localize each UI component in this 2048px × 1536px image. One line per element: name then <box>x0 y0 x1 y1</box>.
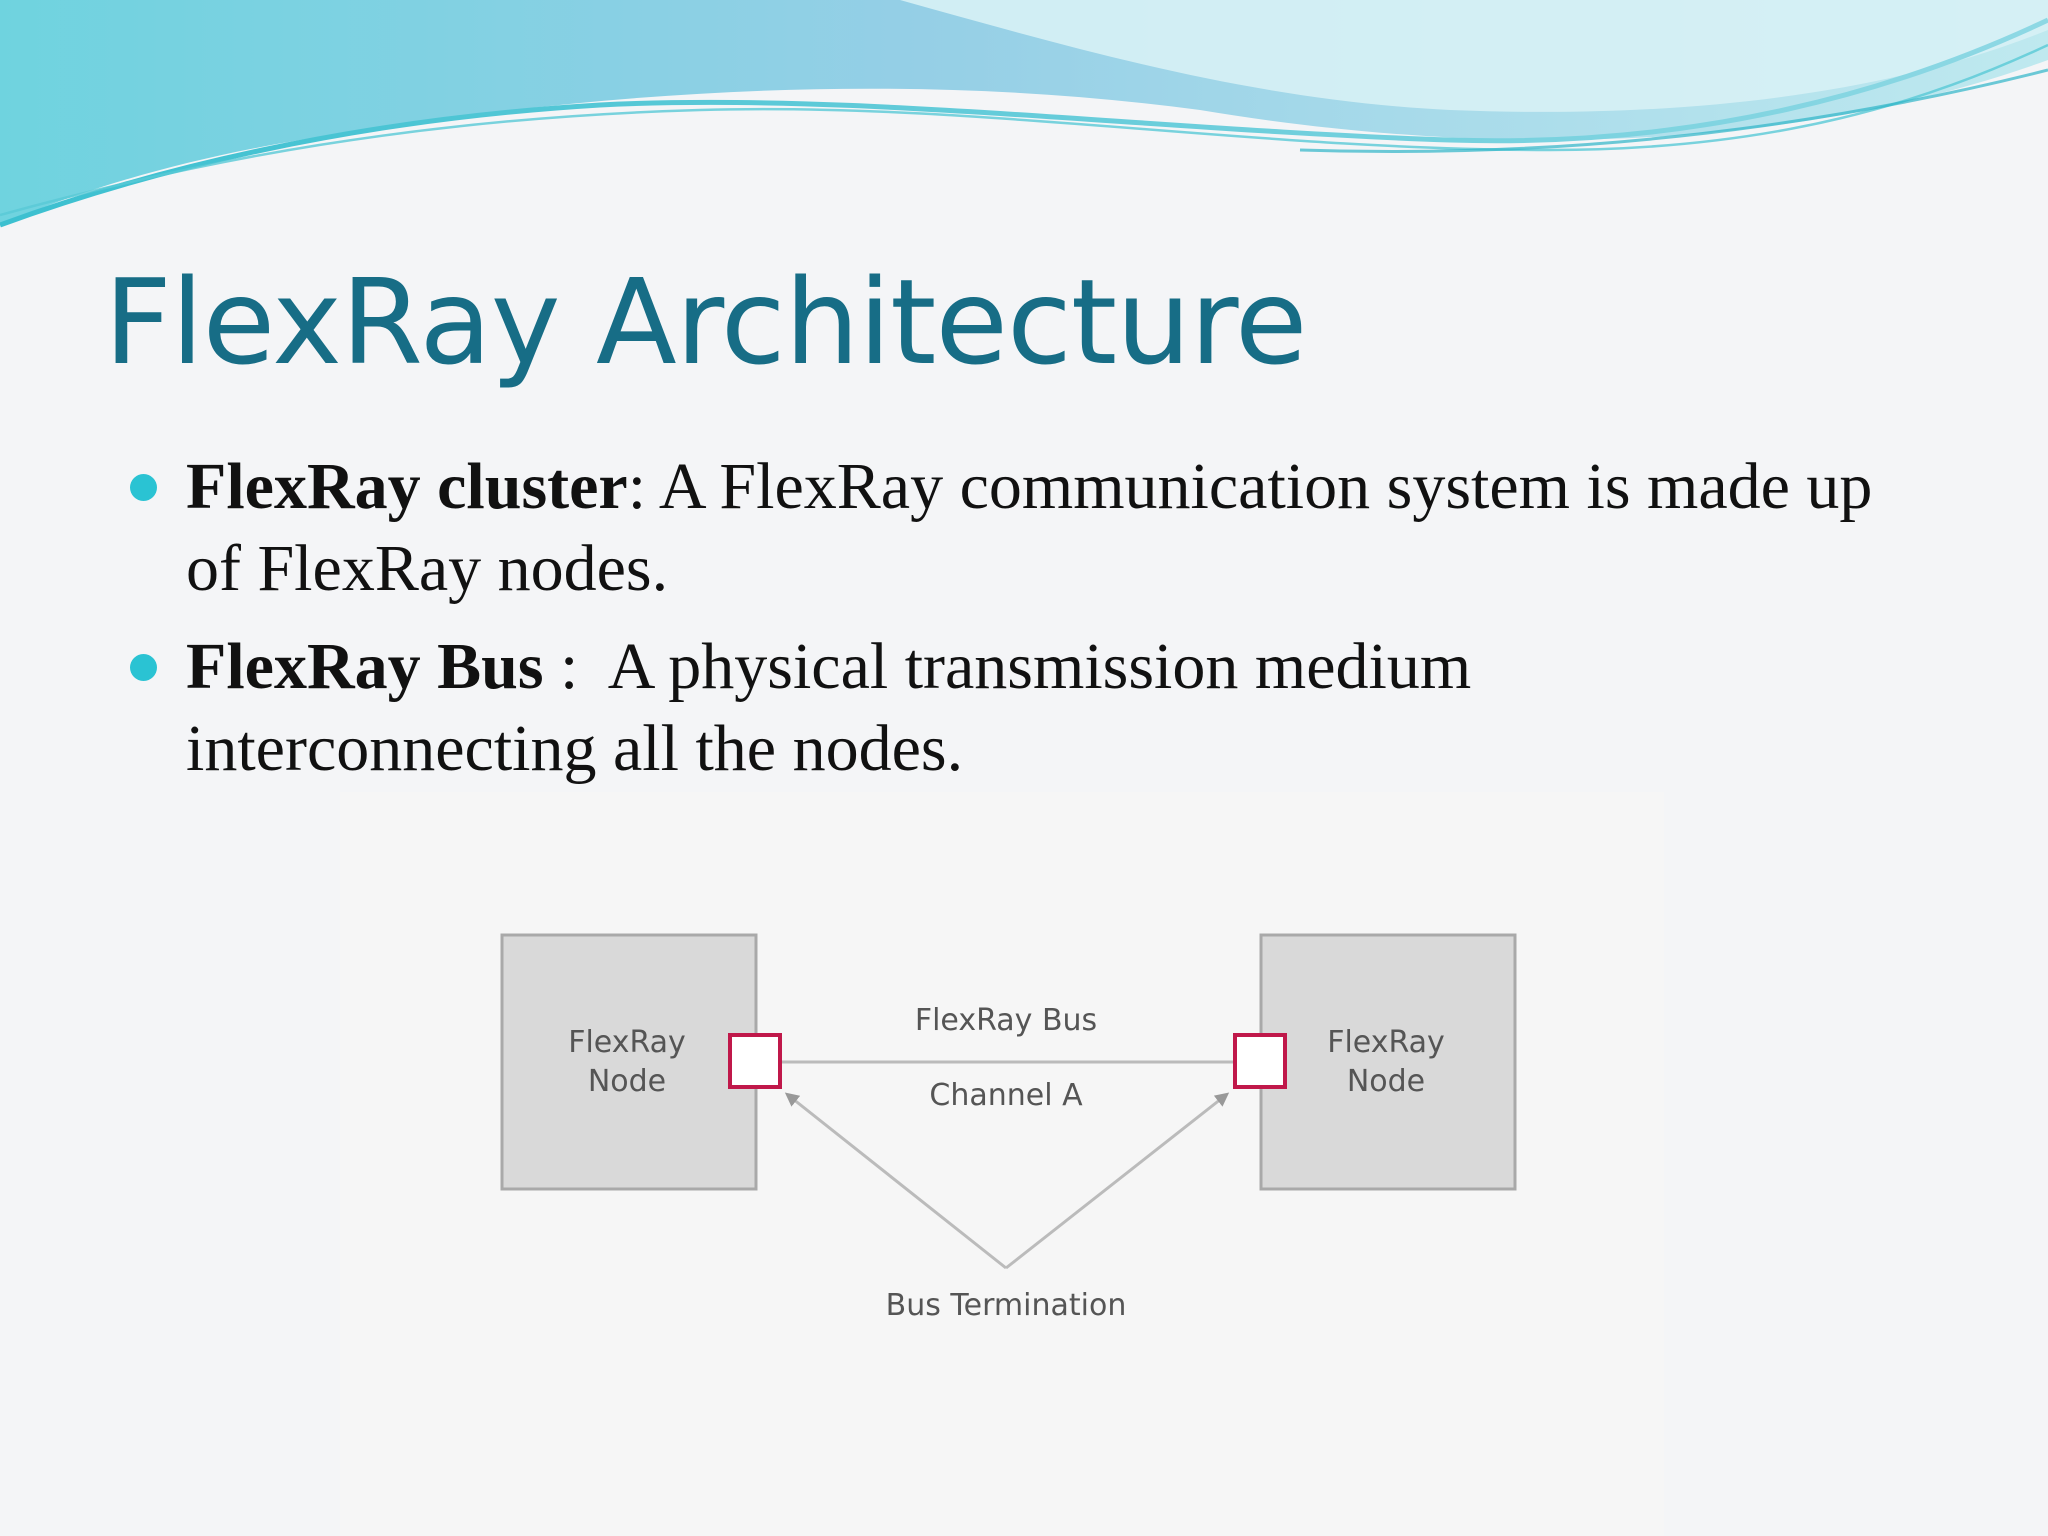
left-node-label-line2: Node <box>588 1064 666 1099</box>
bullet-list: FlexRay cluster: A FlexRay communication… <box>130 446 1886 806</box>
diagram-panel: FlexRay Node FlexRay Node FlexRay Bus Ch… <box>340 792 1664 1536</box>
bullet-item-flexray-cluster: FlexRay cluster: A FlexRay communication… <box>130 446 1886 610</box>
bullet-item-flexray-bus: FlexRay Bus : A physical transmission me… <box>130 626 1886 790</box>
left-node-label-line1: FlexRay <box>568 1025 686 1060</box>
left-bus-connector <box>728 1033 782 1089</box>
right-node-box <box>1259 933 1517 1191</box>
bus-termination-label: Bus Termination <box>886 1288 1127 1323</box>
bullet-term: FlexRay Bus <box>186 630 544 703</box>
right-node-label-line2: Node <box>1347 1064 1425 1099</box>
bullet-dot-icon <box>130 474 157 501</box>
channel-label: Channel A <box>929 1078 1083 1113</box>
bullet-text: A physical transmission medium interconn… <box>186 630 1472 785</box>
flexray-bus-diagram: FlexRay Node FlexRay Node FlexRay Bus Ch… <box>500 933 1517 1323</box>
bullet-separator: : <box>543 630 608 703</box>
bus-label: FlexRay Bus <box>915 1003 1097 1038</box>
header-wave-decoration <box>0 0 2048 228</box>
bullet-text: A FlexRay communication system is made u… <box>186 450 1873 605</box>
bullet-term: FlexRay cluster <box>186 450 628 523</box>
termination-arrow-right <box>1005 1092 1230 1270</box>
bullet-separator: : <box>627 450 659 523</box>
termination-arrow-left <box>784 1092 1007 1270</box>
right-bus-connector <box>1233 1033 1287 1089</box>
left-node-box <box>500 933 758 1191</box>
slide-title: FlexRay Architecture <box>104 253 1307 391</box>
bullet-dot-icon <box>130 654 157 681</box>
right-node-label-line1: FlexRay <box>1327 1025 1445 1060</box>
